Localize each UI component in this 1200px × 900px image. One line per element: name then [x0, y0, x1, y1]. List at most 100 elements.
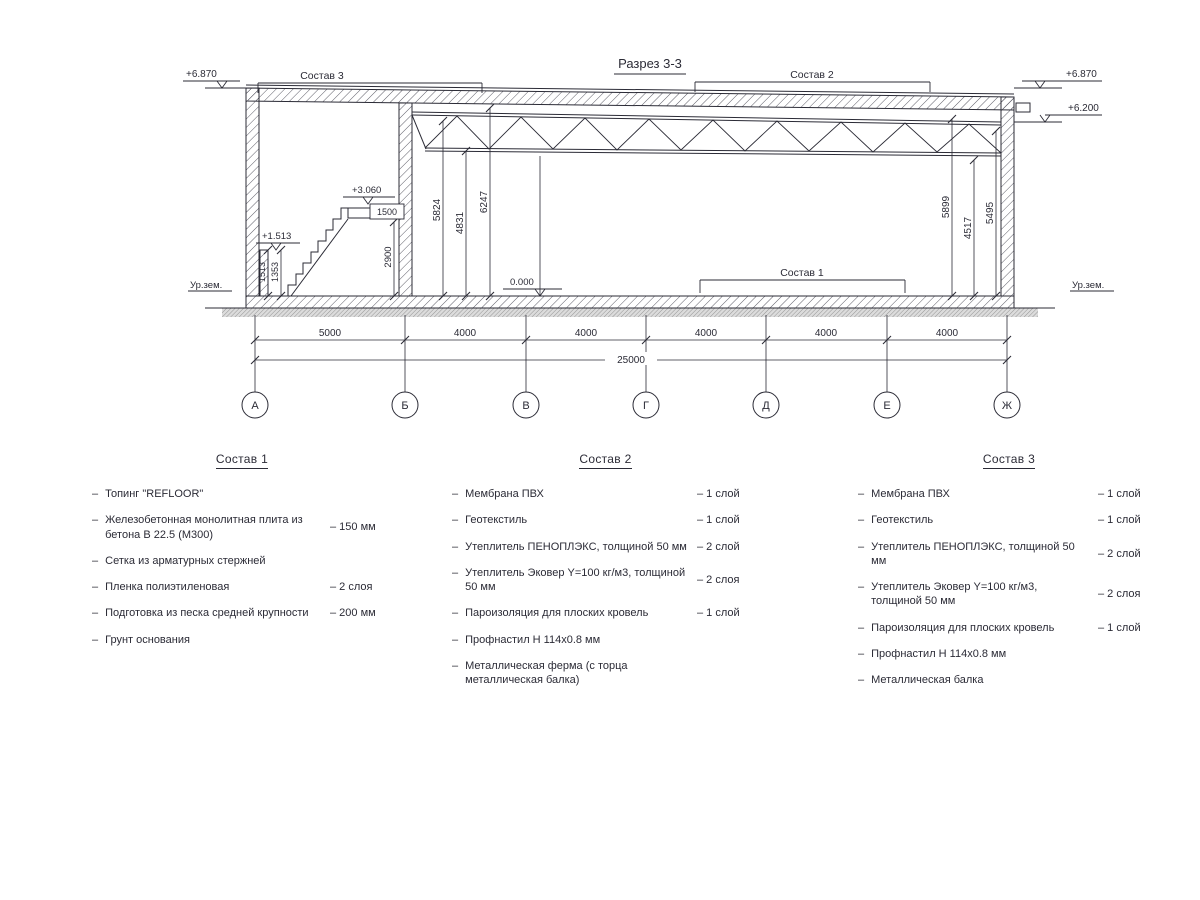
vdim-stair-1513: 1513 [257, 262, 267, 282]
legend-title: Состав 2 [579, 452, 632, 469]
legend-item-text: Железобетонная монолитная плита из бетон… [105, 514, 303, 541]
legend-item: – Геотекстиль – 1 слой [858, 513, 1160, 527]
bullet: – [452, 540, 459, 553]
elev-right-top: +6.870 [1066, 69, 1097, 80]
truss-web [424, 115, 1002, 154]
bullet: – [858, 540, 865, 553]
bullet: – [92, 554, 99, 567]
bearing-detail [1015, 102, 1031, 113]
axis-b: Б [401, 400, 408, 412]
bullet: – [92, 607, 99, 620]
legend-item-value: – 1 слой [697, 514, 740, 527]
legend-item-value: – 150 мм [330, 521, 376, 534]
callout-sostav-3: Состав 3 [300, 70, 344, 82]
legend-sostav-3: Состав 3 – Мембрана ПВХ – 1 слой – Геоте… [858, 452, 1160, 700]
legend-item-text: Профнастил Н 114х0.8 мм [871, 648, 1007, 661]
axis-a: А [251, 400, 259, 412]
legend-item-value: – 1 слой [1098, 621, 1141, 634]
callout-leaders [257, 81, 931, 293]
bdim-5: 4000 [815, 328, 838, 339]
bullet: – [92, 488, 99, 500]
legend-sostav-2: Состав 2 – Мембрана ПВХ – 1 слой – Геоте… [452, 452, 759, 700]
section-drawing: Разрез 3-3 [183, 56, 1114, 419]
legend-item-text: Сетка из арматурных стержней [105, 554, 266, 567]
legend-item-value: – 2 слой [1098, 547, 1141, 560]
elev-floor: 0.000 [510, 277, 534, 288]
legend-item-value: – 1 слой [1098, 488, 1141, 500]
bdim-4: 4000 [695, 328, 718, 339]
bullet: – [452, 607, 459, 620]
legend-item-text: Геотекстиль [465, 514, 528, 527]
legend-item-value: – 1 слой [697, 607, 740, 620]
legend-title: Состав 3 [982, 452, 1036, 469]
bullet: – [92, 514, 99, 527]
bullet: – [858, 621, 865, 634]
legend-item-text: Подготовка из песка средней крупности [105, 607, 309, 620]
legend-item: – Сетка из арматурных стержней [92, 554, 392, 568]
legend-item-text: Металлическая ферма (с торца металлическ… [465, 660, 628, 687]
legend-item-value: – 1 слой [1098, 514, 1141, 527]
total-dim-backing [605, 352, 657, 365]
legend-item-text: Мембрана ПВХ [871, 488, 950, 500]
legend-item: – Топинг "REFLOOR" [92, 487, 392, 501]
legend-item-text: Геотекстиль [871, 514, 934, 527]
legend-sostav-1: Состав 1 – Топинг "REFLOOR" – Железобето… [92, 452, 392, 659]
legend-item: – Утеплитель ПЕНОПЛЭКС, толщиной 50 мм –… [452, 540, 759, 554]
vdim-mid-1: 5824 [432, 198, 443, 221]
bullet: – [858, 581, 865, 594]
bullet: – [92, 633, 99, 646]
legend-item: – Мембрана ПВХ – 1 слой [452, 487, 759, 501]
vdim-right-1: 5899 [941, 195, 952, 218]
building-structure [222, 84, 1038, 317]
legend-item-text: Пленка полиэтиленовая [105, 581, 230, 594]
legend-item-text: Мембрана ПВХ [465, 488, 544, 500]
vdim-mid-2: 4831 [455, 211, 466, 234]
legend-item-text: Утеплитель ПЕНОПЛЭКС, толщиной 50 мм [465, 540, 687, 553]
elevation-marks [183, 80, 1114, 309]
vertical-dim-ticks [263, 103, 1001, 301]
legend-item: – Подготовка из песка средней крупности … [92, 606, 392, 620]
floor-slab [245, 295, 1015, 309]
vdim-mid-3: 6247 [479, 190, 490, 213]
axis-d: Д [762, 400, 770, 412]
right-wall [1000, 96, 1015, 297]
legend-item: – Пароизоляция для плоских кровель – 1 с… [858, 621, 1160, 635]
bullet: – [858, 488, 865, 500]
legend-item: – Пленка полиэтиленовая – 2 слоя [92, 580, 392, 594]
legend-item-text: Топинг "REFLOOR" [105, 488, 204, 500]
axis-zh: Ж [1002, 400, 1012, 412]
legend-item-value: – 2 слой [697, 540, 740, 553]
bullet: – [858, 648, 865, 661]
bdim-3: 4000 [575, 328, 598, 339]
legend-item: – Профнастил Н 114х0.8 мм [452, 633, 759, 647]
bullet: – [452, 566, 459, 579]
axis-e: Е [883, 400, 890, 412]
vdim-right-2: 4517 [963, 216, 974, 239]
legend-item: – Утеплитель Эковер Y=100 кг/м3, толщино… [452, 566, 759, 595]
legend-item: – Профнастил Н 114х0.8 мм [858, 647, 1160, 661]
legend-item-value: – 1 слой [697, 488, 740, 500]
bullet: – [452, 633, 459, 646]
legend-item-value: – 2 слоя [697, 574, 740, 587]
legend-item: – Утеплитель Эковер Y=100 кг/м3, толщино… [858, 580, 1160, 609]
elev-stair-mid: +1.513 [262, 231, 291, 242]
axis-v: В [522, 400, 529, 412]
drawing-title: Разрез 3-3 [618, 56, 682, 71]
callout-sostav-1: Состав 1 [780, 267, 824, 279]
elev-right-bearing: +6.200 [1068, 103, 1099, 114]
legend-item-value: – 2 слоя [1098, 588, 1141, 601]
legend-item: – Металлическая ферма (с торца металличе… [452, 659, 759, 688]
legend-item: – Пароизоляция для плоских кровель – 1 с… [452, 606, 759, 620]
ground-label-left: Ур.зем. [190, 280, 222, 291]
vdim-stair-2900: 2900 [383, 246, 394, 267]
legend-item-text: Пароизоляция для плоских кровель [465, 607, 649, 620]
legend-item-text: Профнастил Н 114х0.8 мм [465, 633, 601, 646]
legend-item-text: Пароизоляция для плоских кровель [871, 621, 1055, 634]
vdim-right-3: 5495 [985, 201, 996, 224]
legend-item-value: – 2 слоя [330, 581, 373, 594]
axis-g: Г [643, 400, 649, 412]
legend-item: – Мембрана ПВХ – 1 слой [858, 487, 1160, 501]
bdim-1: 5000 [319, 328, 342, 339]
bdim-2: 4000 [454, 328, 477, 339]
legend-item-text: Грунт основания [105, 633, 190, 646]
